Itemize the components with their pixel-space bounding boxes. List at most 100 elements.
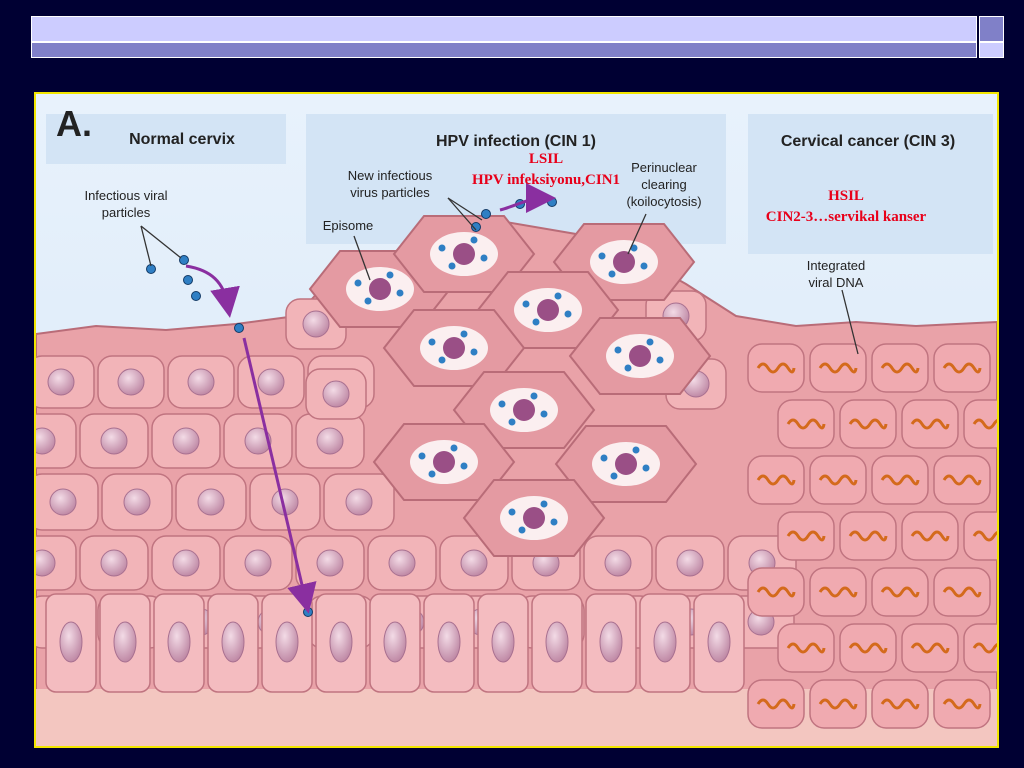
- virus-particle: [610, 472, 618, 480]
- virus-particle: [179, 255, 189, 265]
- integrated-dna: [942, 474, 982, 486]
- label-perinuclear-line2: clearing: [641, 177, 687, 192]
- cancer-cell: [809, 455, 867, 505]
- virus-particle: [354, 279, 362, 287]
- virus-particle: [471, 222, 481, 232]
- virus-particle: [438, 244, 446, 252]
- panel-letter: A.: [56, 103, 92, 144]
- basal-nucleus: [491, 621, 515, 663]
- cancer-cell: [933, 567, 991, 617]
- hsil-subtitle: CIN2-3…servikal kanser: [765, 209, 927, 225]
- basal-nucleus: [707, 621, 731, 663]
- koilocyte-nucleus: [433, 451, 455, 473]
- cell-nucleus: [49, 488, 77, 516]
- section-title-cancer: Cervical cancer (CIN 3): [781, 133, 955, 150]
- cell-nucleus: [117, 368, 145, 396]
- integrated-dna: [818, 362, 858, 374]
- integrated-dna: [972, 642, 997, 654]
- cell-nucleus: [388, 549, 416, 577]
- integrated-dna: [880, 474, 920, 486]
- virus-particle: [396, 289, 404, 297]
- integrated-dna: [756, 586, 796, 598]
- cell-nucleus: [302, 310, 330, 338]
- koilocyte-nucleus: [369, 278, 391, 300]
- virus-particle: [460, 330, 468, 338]
- cancer-cell: [901, 623, 959, 673]
- integrated-dna: [756, 698, 796, 710]
- cancer-cell: [777, 511, 835, 561]
- virus-particle: [183, 275, 193, 285]
- cancer-cell: [963, 511, 997, 561]
- lsil-title: LSIL: [528, 151, 564, 167]
- cancer-cell: [871, 567, 929, 617]
- cell-nucleus: [460, 549, 488, 577]
- cancer-cell-layer: [747, 343, 997, 729]
- virus-particle: [364, 297, 372, 305]
- cancer-cell: [747, 679, 805, 729]
- integrated-dna: [818, 698, 858, 710]
- cancer-cell: [747, 455, 805, 505]
- label-integrated-line2: viral DNA: [809, 275, 864, 290]
- virus-particle: [554, 292, 562, 300]
- virus-particle: [303, 607, 313, 617]
- section-panel-normal: [46, 114, 286, 164]
- integrated-dna: [880, 698, 920, 710]
- cancer-cell: [777, 623, 835, 673]
- cancer-cell: [963, 623, 997, 673]
- virus-particle: [508, 508, 516, 516]
- cancer-cell: [839, 399, 897, 449]
- cancer-cell: [839, 511, 897, 561]
- cell-nucleus: [244, 549, 272, 577]
- virus-particle: [540, 410, 548, 418]
- cell-nucleus: [123, 488, 151, 516]
- virus-particle: [470, 348, 478, 356]
- cell-nucleus: [244, 427, 272, 455]
- section-title-hpv: HPV infection (CIN 1): [436, 133, 596, 150]
- virus-particle: [640, 262, 648, 270]
- koilocyte-nucleus: [613, 251, 635, 273]
- integrated-dna: [910, 530, 950, 542]
- cancer-cell: [901, 511, 959, 561]
- virus-particle: [438, 356, 446, 364]
- koilocyte-nucleus: [513, 399, 535, 421]
- virus-particle: [550, 518, 558, 526]
- cancer-cell: [747, 567, 805, 617]
- cell-nucleus: [187, 368, 215, 396]
- virus-particle: [608, 270, 616, 278]
- virus-particle: [418, 452, 426, 460]
- virus-particle: [428, 470, 436, 478]
- virus-particle: [470, 236, 478, 244]
- integrated-dna: [818, 586, 858, 598]
- integrated-dna: [786, 530, 826, 542]
- virus-particle: [614, 346, 622, 354]
- virus-particle: [532, 318, 540, 326]
- cell-nucleus: [172, 427, 200, 455]
- cancer-cell: [839, 623, 897, 673]
- section-panel-cancer: [748, 114, 993, 254]
- cancer-cell: [933, 343, 991, 393]
- virus-particle: [480, 254, 488, 262]
- header-square-bottom: [979, 42, 1004, 58]
- integrated-dna: [880, 586, 920, 598]
- cancer-cell: [809, 343, 867, 393]
- cell-nucleus: [316, 427, 344, 455]
- virus-particle: [540, 500, 548, 508]
- tissue-illustration: A. Normal cervix HPV infection (CIN 1) C…: [36, 94, 997, 746]
- cell-nucleus: [604, 549, 632, 577]
- integrated-dna: [756, 362, 796, 374]
- cell-nucleus: [676, 549, 704, 577]
- basal-nucleus: [59, 621, 83, 663]
- virus-particle: [508, 418, 516, 426]
- virus-particle: [547, 197, 557, 207]
- label-perinuclear-line3: (koilocytosis): [626, 194, 701, 209]
- basal-nucleus: [653, 621, 677, 663]
- integrated-dna: [942, 698, 982, 710]
- koilocyte-nucleus: [523, 507, 545, 529]
- integrated-dna: [972, 530, 997, 542]
- basal-arrow: [242, 337, 317, 614]
- cancer-cell: [809, 679, 867, 729]
- section-title-normal: Normal cervix: [129, 131, 235, 148]
- label-perinuclear-line1: Perinuclear: [631, 160, 697, 175]
- integrated-dna: [786, 642, 826, 654]
- virus-particle: [481, 209, 491, 219]
